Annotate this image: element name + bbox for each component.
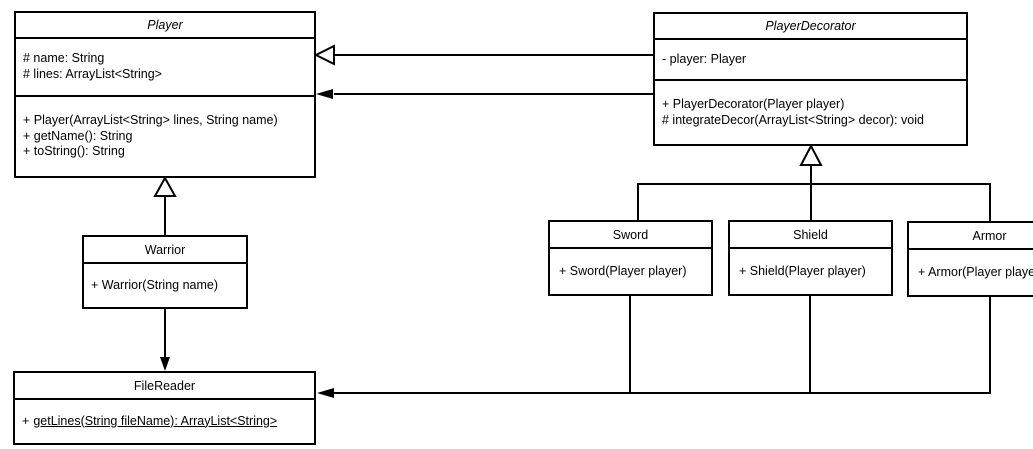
armor-methods: + Armor(Player player) (909, 248, 1033, 295)
sword-methods: + Sword(Player player) (550, 247, 711, 294)
method-signature: getLines(String fileName): ArrayList<Str… (33, 413, 278, 428)
class-title-sword: Sword (612, 227, 649, 242)
method-line: + toString(): String (23, 144, 125, 159)
warrior-methods: + Warrior(String name) (84, 262, 246, 307)
class-box-filereader: FileReader +getLines(String fileName): A… (13, 371, 316, 445)
method-visibility: + (22, 413, 30, 428)
solid-arrowhead-icon (317, 388, 334, 398)
edge-association-armor-filereader (334, 297, 991, 394)
method-line: + Shield(Player player) (739, 263, 866, 278)
solid-arrowhead-icon (316, 89, 333, 99)
method-line: + Warrior(String name) (91, 277, 218, 292)
class-box-player: Player # name: String # lines: ArrayList… (14, 11, 316, 178)
class-box-sword: Sword + Sword(Player player) (548, 220, 713, 296)
class-box-playerdecorator: PlayerDecorator - player: Player + Playe… (653, 12, 968, 146)
player-methods: + Player(ArrayList<String> lines, String… (16, 95, 314, 176)
class-box-shield: Shield + Shield(Player player) (728, 220, 893, 296)
class-title-shield: Shield (793, 227, 828, 242)
class-title-armor: Armor (972, 228, 1007, 243)
playerdecorator-fields: - player: Player (655, 38, 966, 79)
field-line: # lines: ArrayList<String> (23, 67, 162, 81)
field-line: # name: String (23, 51, 105, 66)
method-line: + Armor(Player player) (918, 264, 1033, 279)
edge-generalization-sword-armor-playerdecorator (637, 183, 991, 221)
method-line: # integrateDecor(ArrayList<String> decor… (662, 112, 924, 127)
class-title-playerdecorator: PlayerDecorator (765, 19, 856, 33)
method-line: + PlayerDecorator(Player player) (662, 96, 845, 111)
playerdecorator-methods: + PlayerDecorator(Player player) # integ… (655, 79, 966, 144)
method-line: + getName(): String (23, 128, 133, 143)
method-line: + Sword(Player player) (559, 263, 687, 278)
method-line: + Player(ArrayList<String> lines, String… (23, 112, 278, 127)
solid-arrowhead-icon (160, 357, 170, 371)
field-line: - player: Player (662, 51, 747, 66)
hollow-triangle-icon (313, 44, 335, 66)
filereader-methods: +getLines(String fileName): ArrayList<St… (15, 398, 314, 443)
method-line-static: +getLines(String fileName): ArrayList<St… (22, 414, 307, 430)
class-title-warrior: Warrior (144, 242, 186, 257)
hollow-triangle-icon (153, 175, 177, 197)
class-box-warrior: Warrior + Warrior(String name) (82, 235, 248, 309)
player-fields: # name: String # lines: ArrayList<String… (16, 37, 314, 95)
class-title-filereader: FileReader (133, 378, 196, 393)
class-box-armor: Armor + Armor(Player player) (907, 221, 1033, 297)
shield-methods: + Shield(Player player) (730, 247, 891, 294)
hollow-triangle-icon (799, 143, 823, 166)
class-title-player: Player (147, 18, 183, 32)
